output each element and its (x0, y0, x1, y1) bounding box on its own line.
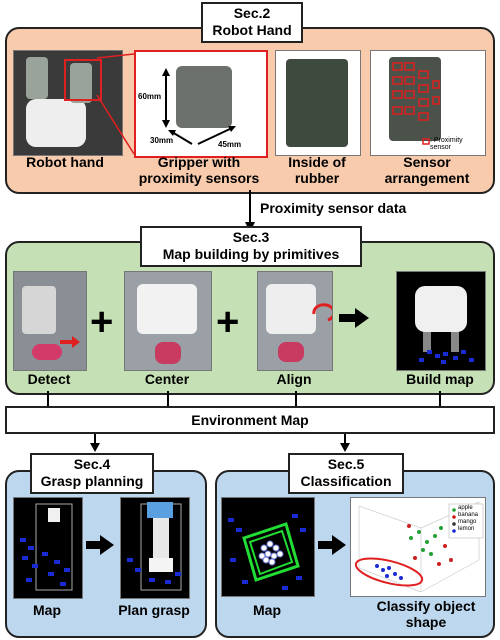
dimension-arrows (162, 68, 236, 145)
sec3-header-number: Sec.3 (232, 229, 270, 245)
align-object (278, 342, 304, 362)
classification-map-label: Map (253, 602, 281, 618)
environment-map-bar: Environment Map (5, 406, 495, 434)
plan-grasp-render (120, 497, 190, 599)
environment-map-label: Environment Map (191, 412, 309, 428)
plan-grasp-scene (127, 502, 182, 591)
align-photo (257, 271, 333, 371)
zoom-box (64, 59, 102, 101)
sec2-header-title: Robot Hand (212, 22, 292, 38)
classification-map-render (221, 497, 315, 597)
center-object (155, 342, 181, 364)
rubber-label: Inside of rubber (288, 154, 346, 186)
center-gripper (137, 284, 197, 334)
grasp-map-scene (20, 503, 73, 591)
plan-grasp-label: Plan grasp (118, 602, 190, 618)
plus-icon: + (90, 300, 114, 344)
right-arrow-icon (318, 535, 346, 555)
align-gripper (266, 284, 316, 334)
zoom-connector (96, 53, 135, 155)
sec2-header-number: Sec.2 (233, 5, 271, 21)
robot-hand-finger-right (70, 63, 92, 103)
gripper-label: Gripper with proximity sensors (138, 154, 260, 186)
proximity-sensor-data-label: Proximity sensor data (260, 200, 407, 216)
sensor-markers (392, 62, 440, 145)
sensor-board (286, 59, 348, 147)
right-arrow-icon (86, 535, 114, 555)
legend-mango: mango (458, 519, 477, 525)
dim-width: 45mm (218, 140, 242, 149)
classification-map-scene (228, 514, 306, 590)
robot-hand-finger-left (26, 57, 48, 99)
grasp-map-label: Map (33, 602, 61, 618)
sec5-header-number: Sec.5 (327, 456, 365, 472)
plus-icon: + (216, 300, 240, 344)
sensor-legend: : Proximity sensor (430, 137, 463, 151)
build-map-label: Build map (406, 371, 474, 387)
rotate-arrow-icon (312, 303, 332, 322)
robot-hand-label: Robot hand (26, 154, 104, 170)
detect-gripper (22, 286, 56, 334)
detect-object (32, 344, 62, 360)
detect-label: Detect (27, 371, 71, 387)
dim-depth: 30mm (150, 136, 174, 145)
map-gripper-model (415, 286, 467, 332)
detect-arrow (60, 336, 80, 348)
scatter-plot-scene (354, 501, 484, 593)
center-photo (124, 271, 212, 371)
sec4-header-number: Sec.4 (73, 456, 111, 472)
grasp-map-render (13, 497, 83, 599)
dim-height: 60mm (138, 92, 162, 101)
robot-hand-body (26, 99, 86, 147)
sensor-arrangement-label: Sensor arrangement (384, 154, 470, 186)
map-finger-left (423, 332, 431, 352)
build-map-render (396, 271, 486, 371)
gripper-block (176, 66, 232, 128)
gripper-photo: 60mm 30mm 45mm (134, 50, 268, 158)
sensor-arrangement-photo: : Proximity sensor (370, 50, 486, 156)
right-arrow-icon (339, 308, 369, 328)
center-label: Center (144, 371, 190, 387)
legend-banana: banana (458, 512, 479, 518)
sec2-header: Sec.2 Robot Hand (201, 2, 303, 43)
sec5-header: Sec.5 Classification (288, 453, 404, 494)
sec5-header-title: Classification (300, 473, 392, 489)
legend-apple: apple (458, 505, 473, 511)
sec4-header: Sec.4 Grasp planning (30, 453, 154, 494)
map-points (419, 350, 474, 364)
robot-hand-photo (13, 50, 123, 156)
classify-label: Classify object shape (376, 598, 476, 630)
scatter-plot-3d: apple banana mango lemon (350, 497, 486, 597)
sec3-header-title: Map building by primitives (162, 246, 340, 262)
align-label: Align (276, 371, 312, 387)
detect-photo (13, 271, 87, 371)
legend-lemon: lemon (458, 526, 475, 532)
rubber-inside-photo (275, 50, 361, 156)
sec3-header: Sec.3 Map building by primitives (140, 226, 362, 267)
map-finger-right (451, 332, 459, 352)
sec4-header-title: Grasp planning (40, 473, 144, 489)
